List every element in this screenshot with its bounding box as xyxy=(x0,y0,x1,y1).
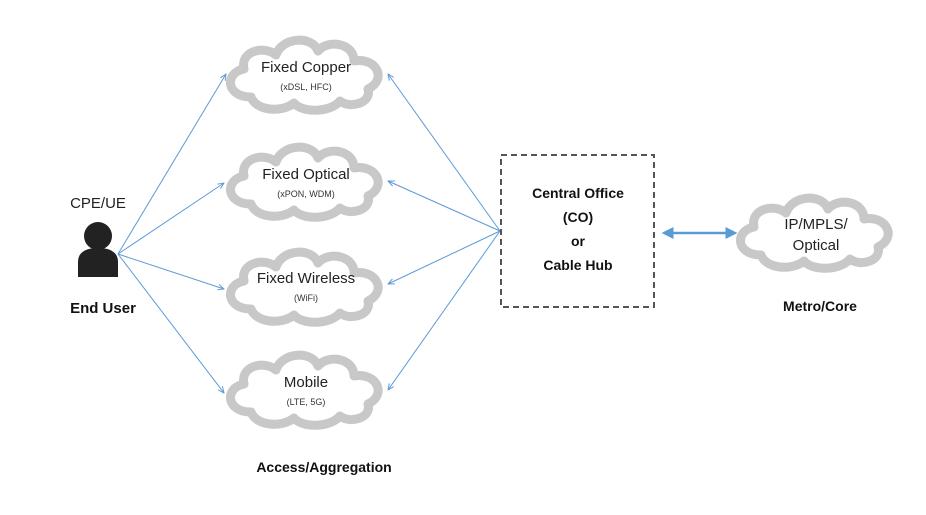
link-co-optical xyxy=(388,181,501,232)
co-line-4: Cable Hub xyxy=(543,257,612,273)
co-line-2: (CO) xyxy=(563,209,593,225)
core-cloud-line-1: IP/MPLS/ xyxy=(784,216,848,233)
cloud-title: Fixed Wireless xyxy=(257,270,355,287)
cloud-fixed-optical: Fixed Optical (xPON, WDM) xyxy=(230,147,378,217)
central-office-border xyxy=(500,154,655,308)
cloud-core: IP/MPLS/ Optical xyxy=(740,198,888,268)
access-aggregation-label: Access/Aggregation xyxy=(256,459,391,475)
user-access-links xyxy=(117,74,226,393)
co-line-1: Central Office xyxy=(532,185,624,201)
cpe-ue-caption: CPE/UE xyxy=(70,195,126,212)
link-user-copper xyxy=(117,74,226,255)
cloud-fixed-copper: Fixed Copper (xDSL, HFC) xyxy=(230,40,378,110)
cloud-subtitle: (xDSL, HFC) xyxy=(280,82,332,92)
cloud-fixed-wireless: Fixed Wireless (WiFi) xyxy=(230,252,378,322)
cloud-title: Fixed Copper xyxy=(261,59,351,76)
cloud-subtitle: (LTE, 5G) xyxy=(287,397,326,407)
metro-core-label: Metro/Core xyxy=(783,298,857,314)
core-cloud-line-2: Optical xyxy=(793,237,840,254)
end-user: CPE/UE End User xyxy=(70,195,136,317)
user-silhouette-icon xyxy=(78,222,118,277)
cloud-mobile: Mobile (LTE, 5G) xyxy=(230,355,378,425)
cloud-subtitle: (WiFi) xyxy=(294,293,318,303)
link-user-wireless xyxy=(117,253,224,289)
link-user-optical xyxy=(117,183,224,255)
co-access-links xyxy=(388,74,501,390)
link-co-wireless xyxy=(388,230,501,284)
link-user-mobile xyxy=(117,253,224,393)
link-co-mobile xyxy=(388,230,501,390)
cloud-title: Mobile xyxy=(284,374,328,391)
end-user-label: End User xyxy=(70,300,136,317)
link-co-copper xyxy=(388,74,501,232)
central-office-box: Central Office (CO) or Cable Hub xyxy=(500,154,655,308)
co-line-3: or xyxy=(571,233,586,249)
cloud-title: Fixed Optical xyxy=(262,166,350,183)
cloud-subtitle: (xPON, WDM) xyxy=(277,189,335,199)
